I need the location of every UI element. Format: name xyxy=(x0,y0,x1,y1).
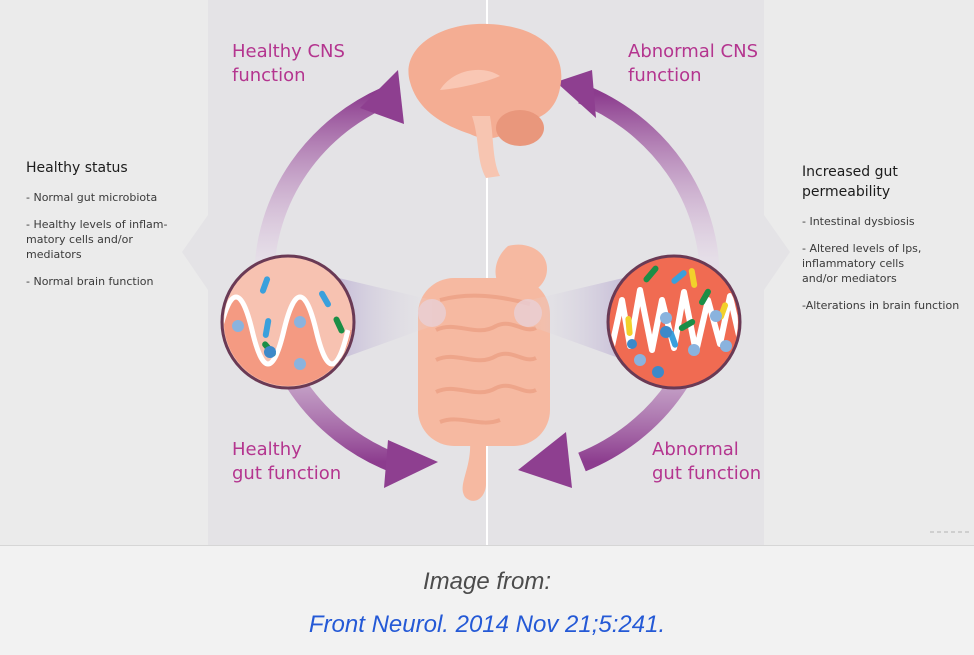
right-panel-list: - Intestinal dysbiosis - Altered levels … xyxy=(802,214,970,313)
left-panel-bg xyxy=(0,0,208,545)
right-panel-item: - Altered levels of lps, inflammatory ce… xyxy=(802,242,922,285)
label-healthy-gut-function: Healthy gut function xyxy=(232,439,342,484)
brain-illustration xyxy=(408,23,562,178)
right-panel-bg xyxy=(764,0,974,545)
image-caption: Image from: Front Neurol. 2014 Nov 21;5:… xyxy=(0,545,974,655)
right-panel-title: Increased gut permeability xyxy=(802,164,898,200)
right-panel-item: -Alterations in brain function xyxy=(802,299,960,312)
arrowhead-bottom-right xyxy=(518,432,572,488)
left-panel-title: Healthy status xyxy=(26,160,128,176)
label-abnormal-gut-function: Abnormal gut function xyxy=(652,439,762,484)
left-panel-item: - Normal brain function xyxy=(26,275,154,288)
arrowhead-bottom-left xyxy=(384,440,438,488)
caption-label: Image from: xyxy=(422,568,552,595)
label-abnormal-cns-function: Abnormal CNS function xyxy=(628,41,758,86)
gut-brain-axis-diagram: Healthy CNS function Abnormal CNS functi… xyxy=(0,0,974,545)
left-panel-item: - Normal gut microbiota xyxy=(26,191,158,204)
citation-link[interactable]: Front Neurol. 2014 Nov 21;5:241. xyxy=(308,611,666,638)
arrowhead-top-left xyxy=(360,70,404,124)
arrowhead-top-right xyxy=(556,70,596,118)
right-panel: Increased gut permeability - Intestinal … xyxy=(802,162,970,325)
diagram-artwork xyxy=(0,0,974,545)
abnormal-gut-lens xyxy=(606,254,742,390)
left-panel: Healthy status - Normal gut microbiota -… xyxy=(26,158,186,301)
left-panel-list: - Normal gut microbiota - Healthy levels… xyxy=(26,190,186,289)
left-panel-item: - Healthy levels of inflam- matory cells… xyxy=(26,218,168,261)
healthy-gut-lens xyxy=(220,254,356,390)
right-panel-item: - Intestinal dysbiosis xyxy=(802,215,915,228)
label-healthy-cns-function: Healthy CNS function xyxy=(232,41,345,86)
